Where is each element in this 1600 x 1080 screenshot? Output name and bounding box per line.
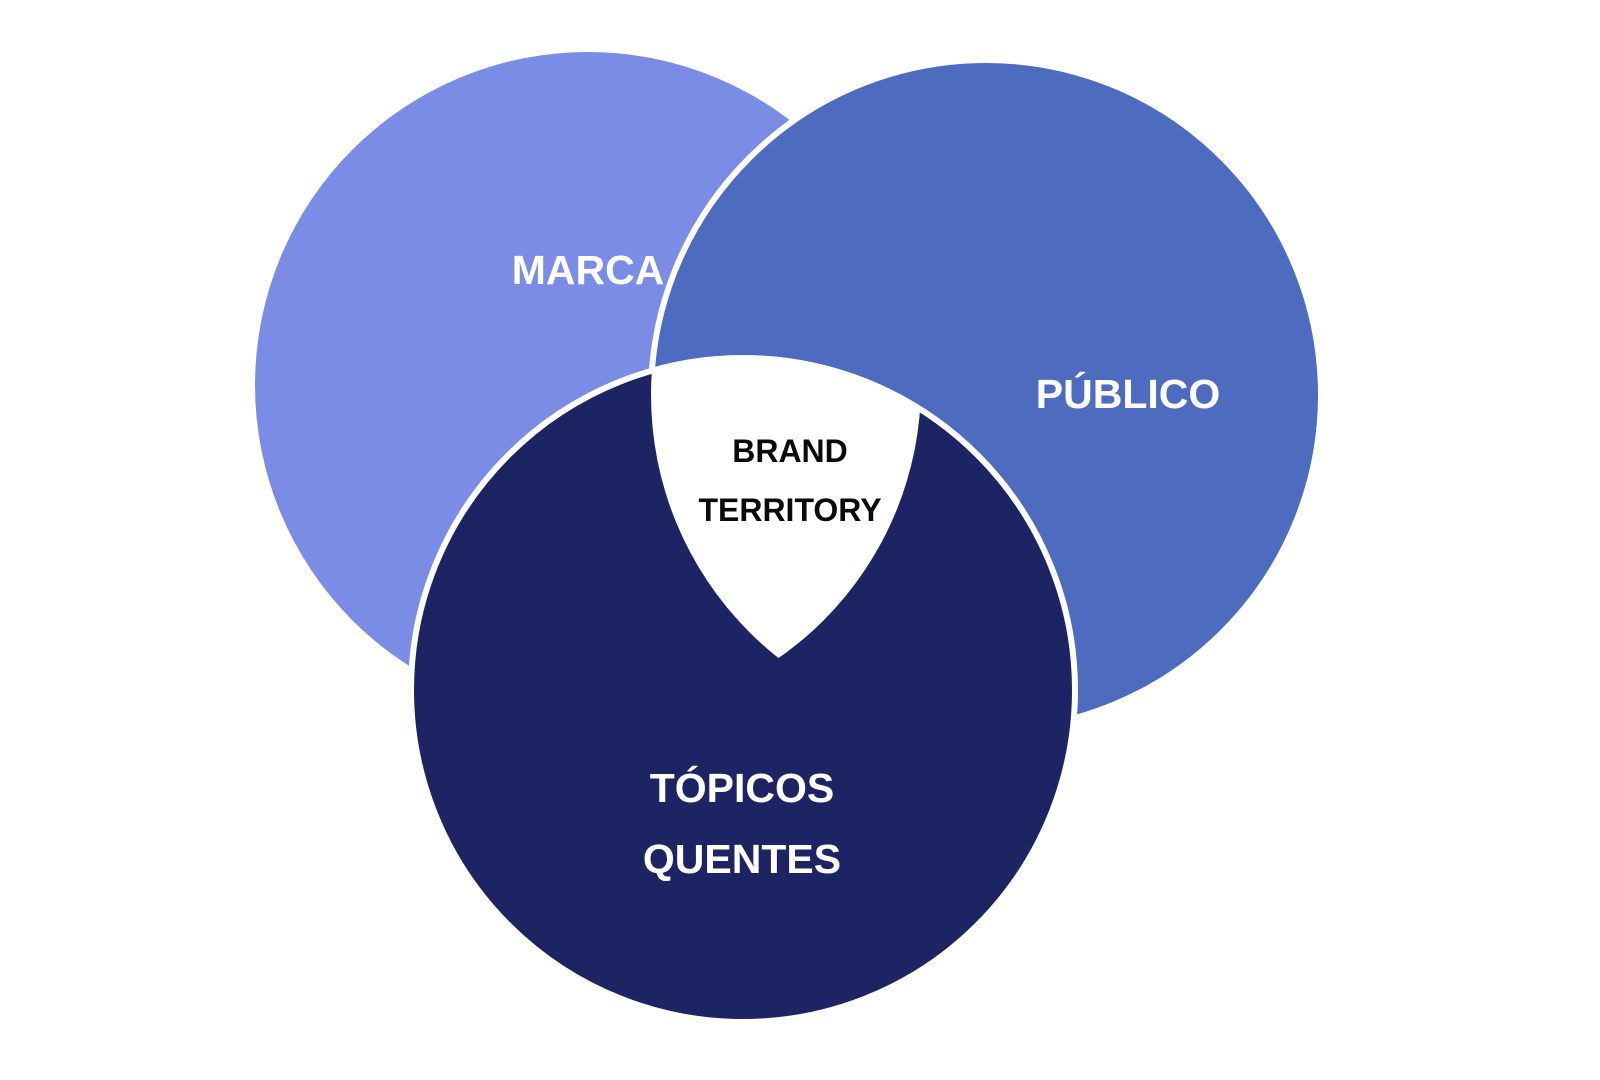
publico-label: PÚBLICO xyxy=(1036,371,1221,417)
marca-label: MARCA xyxy=(512,247,665,293)
center-label-line2: TERRITORY xyxy=(698,492,881,528)
center-label-line1: BRAND xyxy=(732,433,848,469)
topicos-label-line2: QUENTES xyxy=(643,836,841,882)
topicos-label-line1: TÓPICOS xyxy=(650,765,835,811)
